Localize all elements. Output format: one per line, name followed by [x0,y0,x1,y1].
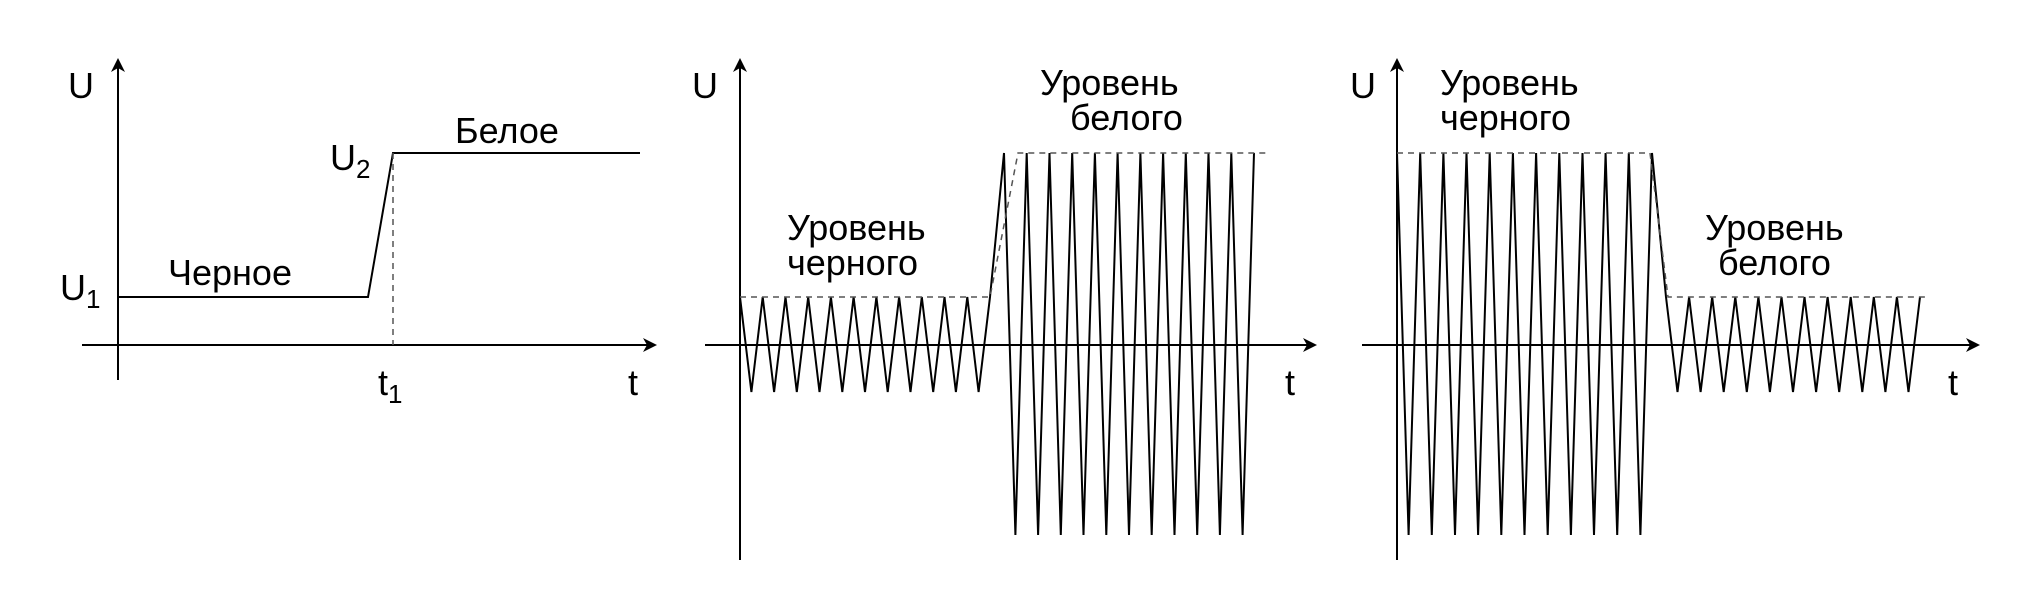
panel-1-x-axis-label: t [628,362,638,403]
panel-3-am-negative: U t Уровень черного Уровень белого [1350,58,1980,560]
panel-2-black-level-label-line2: черного [787,242,918,283]
panel-3-x-axis-label: t [1948,362,1958,403]
panel-3-black-level-label-line1: Уровень [1440,62,1579,103]
panel-3-envelope [1397,152,1925,298]
panel-3-white-level-label-line2: белого [1718,242,1831,283]
panel-3-y-axis-label: U [1350,65,1376,106]
panel-1-u1-label: U1 [60,267,100,314]
panel-2-white-level-label-line1: Уровень [1040,62,1179,103]
panel-1-step-signal: U t U1 U2 t1 Черное Белое [60,58,657,409]
panel-2-envelope [740,152,1268,298]
panel-1-step-curve [118,152,640,298]
panel-1-y-axis-label: U [68,65,94,106]
panel-2-white-level-label-line2: белого [1070,97,1183,138]
panel-3-carrier-wave [1396,152,1921,536]
panel-1-u2-label: U2 [330,137,370,184]
panel-2-carrier-wave [739,152,1255,536]
panel-3-white-level-label-line1: Уровень [1705,207,1844,248]
panel-2-y-axis-label: U [692,65,718,106]
panel-2-x-axis-label: t [1285,362,1295,403]
panel-2-am-positive: U t Уровень черного Уровень белого [692,58,1317,560]
panel-1-white-label: Белое [455,110,559,151]
panel-1-t1-label: t1 [378,362,402,409]
panel-3-black-level-label-line2: черного [1440,97,1571,138]
panel-1-black-label: Черное [168,252,292,293]
panel-2-black-level-label-line1: Уровень [787,207,926,248]
